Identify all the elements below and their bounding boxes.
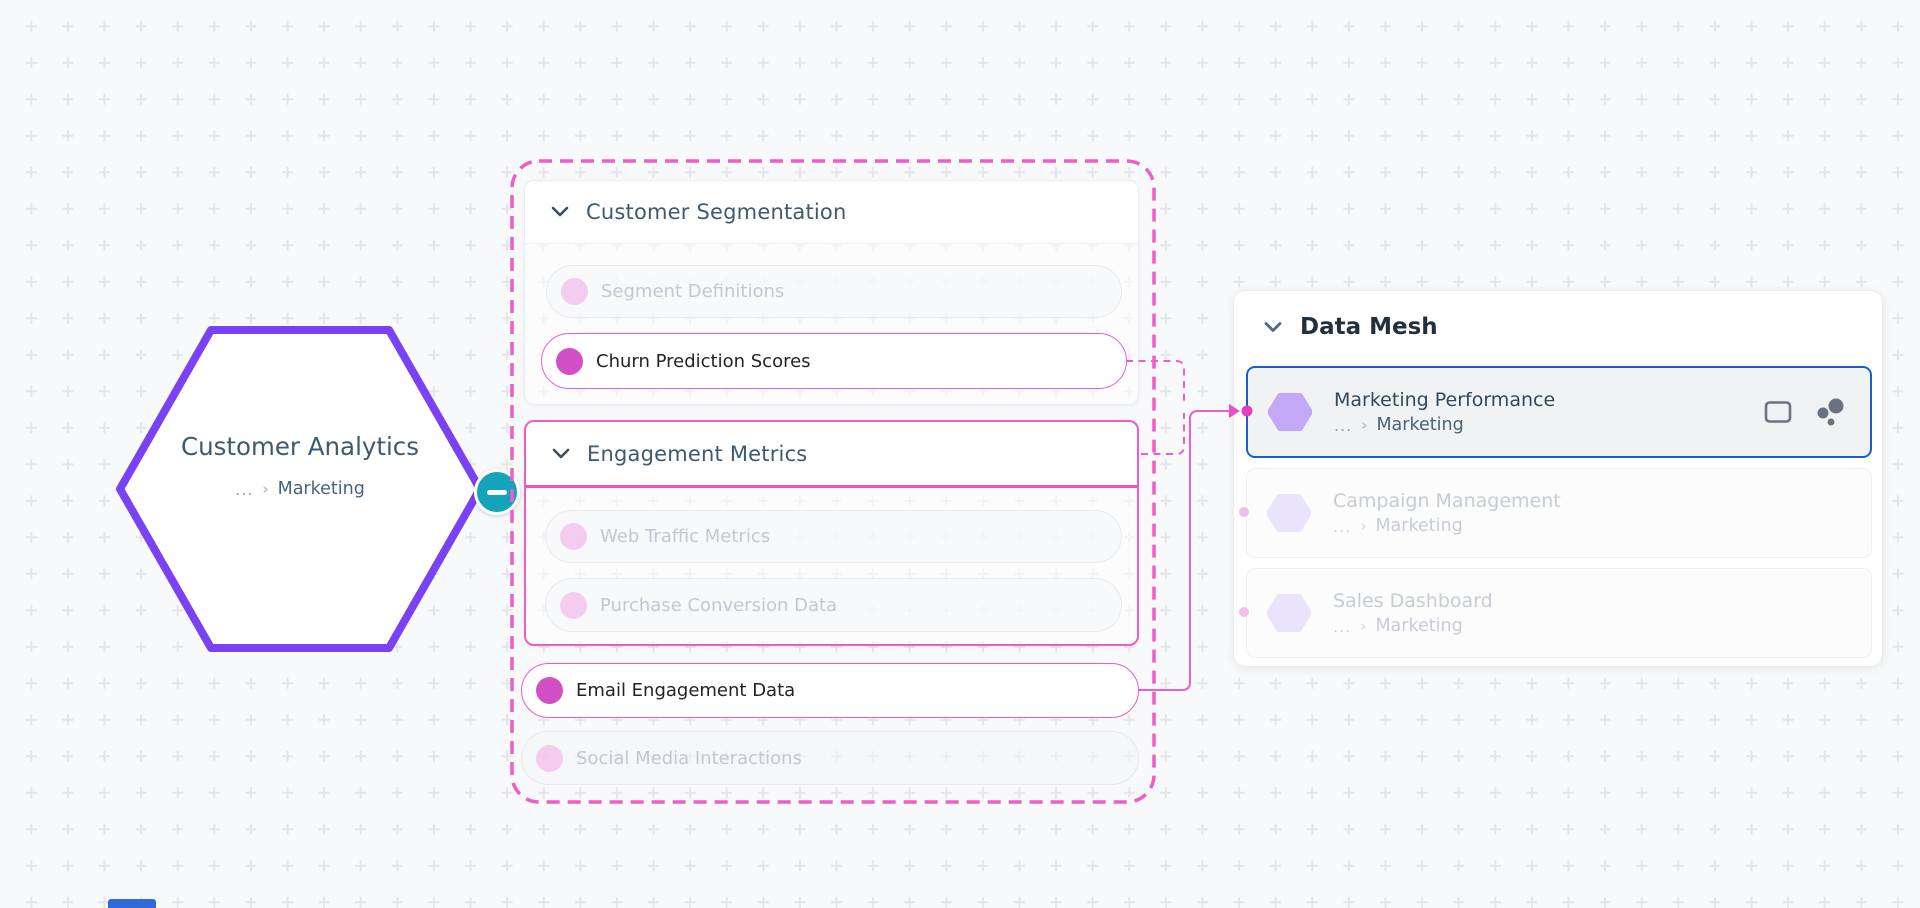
row-title: Campaign Management bbox=[1333, 490, 1561, 512]
mesh-row-campaign-management[interactable]: Campaign Management ... › Marketing bbox=[1246, 468, 1872, 558]
node-title: Customer Analytics bbox=[180, 432, 420, 461]
canvas-control-chip[interactable] bbox=[108, 899, 156, 908]
breadcrumb-target: Marketing bbox=[1375, 516, 1463, 536]
mesh-row-marketing-performance[interactable]: Marketing Performance ... › Marketing bbox=[1246, 366, 1872, 458]
customer-segmentation-panel: Customer Segmentation Segment Definition… bbox=[524, 180, 1139, 405]
breadcrumb: ... › Marketing bbox=[1333, 616, 1493, 636]
dataset-label: Churn Prediction Scores bbox=[596, 350, 811, 372]
group-title: Customer Segmentation bbox=[586, 200, 847, 224]
panel-title: Data Mesh bbox=[1300, 314, 1438, 340]
dataset-label: Social Media Interactions bbox=[576, 747, 802, 769]
chevron-right-icon: › bbox=[1360, 617, 1367, 635]
engagement-metrics-header[interactable]: Engagement Metrics bbox=[526, 422, 1137, 488]
hexagon-icon bbox=[1268, 393, 1312, 431]
breadcrumb-ellipsis: ... bbox=[235, 479, 254, 499]
dataset-pill-purchase-conversion-data[interactable]: Purchase Conversion Data bbox=[545, 578, 1122, 632]
minus-icon bbox=[487, 489, 507, 495]
breadcrumb-ellipsis: ... bbox=[1333, 616, 1352, 636]
chevron-right-icon: › bbox=[262, 480, 269, 498]
mesh-row-sales-dashboard[interactable]: Sales Dashboard ... › Marketing bbox=[1246, 568, 1872, 658]
dataset-pill-social-media-interactions[interactable]: Social Media Interactions bbox=[521, 731, 1139, 785]
data-mesh-panel: Data Mesh Marketing Performance ... › Ma… bbox=[1233, 290, 1883, 667]
lineage-bubbles-icon[interactable] bbox=[1814, 396, 1846, 428]
dataset-dot-icon bbox=[556, 347, 583, 375]
dataset-label: Web Traffic Metrics bbox=[600, 526, 771, 547]
chevron-right-icon: › bbox=[1360, 517, 1367, 535]
row-title: Sales Dashboard bbox=[1333, 590, 1493, 612]
dataset-label: Purchase Conversion Data bbox=[600, 594, 838, 616]
hexagon-icon bbox=[1267, 494, 1311, 532]
edge-email-to-marketing-performance bbox=[1139, 410, 1229, 691]
breadcrumb-target: Marketing bbox=[1376, 415, 1464, 435]
chevron-down-icon[interactable] bbox=[550, 206, 570, 218]
dataset-dot-icon bbox=[536, 744, 563, 772]
dataset-pill-churn-prediction-scores[interactable]: Churn Prediction Scores bbox=[541, 333, 1127, 389]
chevron-down-icon[interactable] bbox=[1263, 321, 1283, 334]
breadcrumb: ... › Marketing bbox=[1333, 516, 1561, 536]
row-title: Marketing Performance bbox=[1334, 389, 1556, 411]
dataset-dot-icon bbox=[560, 591, 587, 619]
collapse-node-button[interactable] bbox=[474, 469, 520, 515]
breadcrumb: ... › Marketing bbox=[1334, 415, 1555, 435]
hexagon-icon bbox=[1267, 594, 1311, 632]
dataset-pill-segment-definitions[interactable]: Segment Definitions bbox=[546, 265, 1122, 318]
engagement-metrics-panel: Engagement Metrics Web Traffic Metrics P… bbox=[524, 420, 1139, 646]
breadcrumb: ... › Marketing bbox=[180, 479, 420, 499]
hexagon-label-block: Customer Analytics ... › Marketing bbox=[180, 428, 420, 499]
chevron-right-icon: › bbox=[1361, 416, 1368, 434]
edge-engagement-to-marketing-performance bbox=[1141, 413, 1185, 455]
dataset-pill-email-engagement-data[interactable]: Email Engagement Data bbox=[521, 663, 1139, 718]
breadcrumb-target: Marketing bbox=[1375, 616, 1463, 636]
dataset-pill-web-traffic-metrics[interactable]: Web Traffic Metrics bbox=[545, 510, 1122, 563]
dataset-dot-icon bbox=[560, 523, 587, 550]
breadcrumb-target: Marketing bbox=[277, 479, 365, 499]
dataset-label: Email Engagement Data bbox=[576, 680, 796, 701]
open-window-icon[interactable] bbox=[1764, 400, 1792, 424]
dataset-dot-icon bbox=[561, 278, 588, 305]
dataset-label: Segment Definitions bbox=[601, 281, 785, 302]
breadcrumb-ellipsis: ... bbox=[1334, 415, 1353, 435]
group-title: Engagement Metrics bbox=[587, 441, 808, 466]
chevron-down-icon[interactable] bbox=[551, 448, 571, 460]
data-mesh-header[interactable]: Data Mesh bbox=[1234, 291, 1882, 340]
dataset-dot-icon bbox=[536, 677, 563, 704]
breadcrumb-ellipsis: ... bbox=[1333, 516, 1352, 536]
customer-segmentation-header[interactable]: Customer Segmentation bbox=[525, 181, 1138, 244]
